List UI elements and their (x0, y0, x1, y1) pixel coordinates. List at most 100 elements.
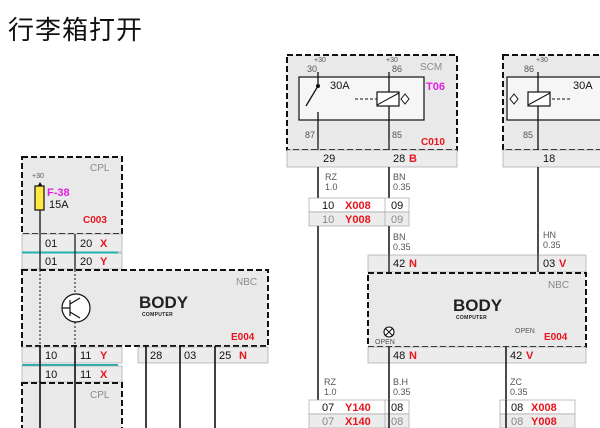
y140-right-pin: 08 (391, 402, 403, 414)
wire-bh-label: B.H (393, 377, 408, 387)
relay2-pin-18: 18 (543, 153, 555, 165)
wire-zc-size: 0.35 (510, 387, 528, 397)
wire-rz-label: RZ (325, 172, 337, 182)
y008-code: Y008 (345, 214, 371, 226)
relay2-fuse-rating: 30A (573, 80, 593, 92)
page-title: 行李箱打开 (8, 16, 144, 46)
cpl-top-module: CPL +30 F-38 15A C003 (21, 156, 123, 235)
cpl-pin-20-a: 20 (80, 238, 92, 250)
relay2-pin-86: 86 (524, 64, 534, 74)
y008-right-pin: 09 (391, 214, 403, 226)
nbc-left-pin-11-code: Y (100, 350, 108, 362)
nbc-left-computer: COMPUTER (142, 312, 173, 318)
cpl-pin-20-b: 20 (80, 256, 92, 268)
relay2-pin-85: 85 (523, 130, 533, 140)
nbc-right-pin-03-code: V (559, 258, 567, 270)
nbc-right-open-left: OPEN (375, 339, 395, 346)
nbc-right-pins-bottom: 48 N 42 V RZ 1.0 B.H 0.35 ZC 0.35 (324, 346, 587, 400)
nbc-right-connector: E004 (544, 332, 568, 343)
nbc-right-pin-48-code: N (409, 350, 417, 362)
cpl-fuse-code: F-38 (47, 187, 70, 199)
nbc-left-pin-10: 10 (45, 350, 57, 362)
scm-pin-30: 30 (307, 64, 317, 74)
wire-bh-size: 0.35 (393, 387, 411, 397)
wire-hn-label: HN (543, 230, 556, 240)
cpl-pin-code-y: Y (100, 256, 108, 268)
x008-right-pin: 09 (391, 200, 403, 212)
connector-x008-y008: 10 X008 09 10 Y008 09 BN 0.35 (308, 197, 411, 428)
scm-fuse-rating: 30A (330, 80, 350, 92)
cpl-bottom-name: CPL (90, 390, 110, 401)
scm-pin-86: 86 (392, 64, 402, 74)
cpl-fuse-rating: 15A (49, 199, 69, 211)
nbc-left-pin-25-code: N (239, 350, 247, 362)
nbc-left-name: NBC (236, 277, 257, 288)
nbc-right-computer: COMPUTER (456, 315, 487, 321)
nbc-left-sub-pin-10: 10 (45, 369, 57, 381)
nbc-left-pin-03: 03 (184, 350, 196, 362)
nbc-right-pin-48: 48 (393, 350, 405, 362)
cpl-pin-01-b: 01 (45, 256, 57, 268)
scm-plus30-a: +30 (314, 57, 326, 64)
wire-bn2-label: BN (393, 232, 406, 242)
nbc-left-pin-28: 28 (150, 350, 162, 362)
cpl-top-plus30: +30 (32, 173, 44, 180)
scm-pin-28-code: B (409, 153, 417, 165)
x008-code: X008 (345, 200, 371, 212)
y008b-code: Y008 (531, 416, 557, 428)
nbc-right-open-right: OPEN (515, 328, 535, 335)
nbc-right-module: 42 N 03 V NBC BODY COMPUTER OPEN OPEN E0… (367, 254, 587, 348)
cpl-top-connector: C003 (83, 215, 107, 226)
scm-plus30-b: +30 (386, 57, 398, 64)
cpl-pin-code-x: X (100, 238, 108, 250)
y008b-left-pin: 08 (511, 416, 523, 428)
connector-x008-bottom: 08 X008 08 Y008 (499, 399, 576, 428)
nbc-right-body: BODY (453, 296, 503, 315)
nbc-right-pin-42b: 42 (510, 350, 522, 362)
nbc-left-sub-pin-11: 11 (80, 369, 91, 381)
connector-y140-x140: 07 Y140 08 07 X140 08 (308, 399, 410, 428)
x008b-left-pin: 08 (511, 402, 523, 414)
wires-upper: RZ 1.0 BN 0.35 HN 0.35 (317, 167, 561, 255)
x008-left-pin: 10 (322, 200, 334, 212)
cpl-top-name: CPL (90, 163, 110, 174)
nbc-left-sub-code: X (100, 369, 108, 381)
nbc-right-pin-42b-code: V (526, 350, 534, 362)
wire-rz-size: 1.0 (325, 182, 338, 192)
scm-pin-87: 87 (305, 130, 315, 140)
y008-left-pin: 10 (322, 214, 334, 226)
nbc-left-body: BODY (139, 293, 189, 312)
scm-pin-85: 85 (392, 130, 402, 140)
relay2-plus30: +30 (536, 57, 548, 64)
wire-rz2-label: RZ (324, 377, 336, 387)
x008b-code: X008 (531, 402, 557, 414)
cpl-pin-pair: 01 20 X 01 20 Y (21, 233, 123, 270)
nbc-right-name: NBC (548, 280, 569, 291)
wire-zc-label: ZC (510, 377, 522, 387)
scm-module: SCM +30 30 +30 86 30A T06 87 85 C010 29 … (286, 54, 458, 168)
scm-connector-code: C010 (421, 137, 445, 148)
nbc-right-pin-42: 42 (393, 258, 405, 270)
y140-left-pin: 07 (322, 402, 334, 414)
scm-pin-29: 29 (323, 153, 335, 165)
wire-bn2-size: 0.35 (393, 242, 411, 252)
wire-bn-size: 0.35 (393, 182, 411, 192)
wire-hn-size: 0.35 (543, 240, 561, 250)
x140-left-pin: 07 (322, 416, 334, 428)
scm-name: SCM (420, 62, 442, 73)
x140-code: X140 (345, 416, 371, 428)
wire-bn-label: BN (393, 172, 406, 182)
scm-pin-28: 28 (393, 153, 405, 165)
nbc-left-pins: 10 11 Y 28 03 25 N 10 11 X CPL (21, 346, 269, 428)
nbc-left-connector: E004 (231, 332, 255, 343)
y140-code: Y140 (345, 402, 371, 414)
nbc-left-pin-11: 11 (80, 350, 91, 362)
relay2-module: +30 86 30A 85 18 (502, 54, 600, 168)
x140-right-pin: 08 (391, 416, 403, 428)
nbc-left-pin-25: 25 (219, 350, 231, 362)
nbc-left-module: NBC BODY COMPUTER E004 (21, 269, 269, 347)
scm-relay-code: T06 (426, 81, 445, 93)
cpl-pin-01-a: 01 (45, 238, 57, 250)
wire-rz2-size: 1.0 (324, 387, 337, 397)
